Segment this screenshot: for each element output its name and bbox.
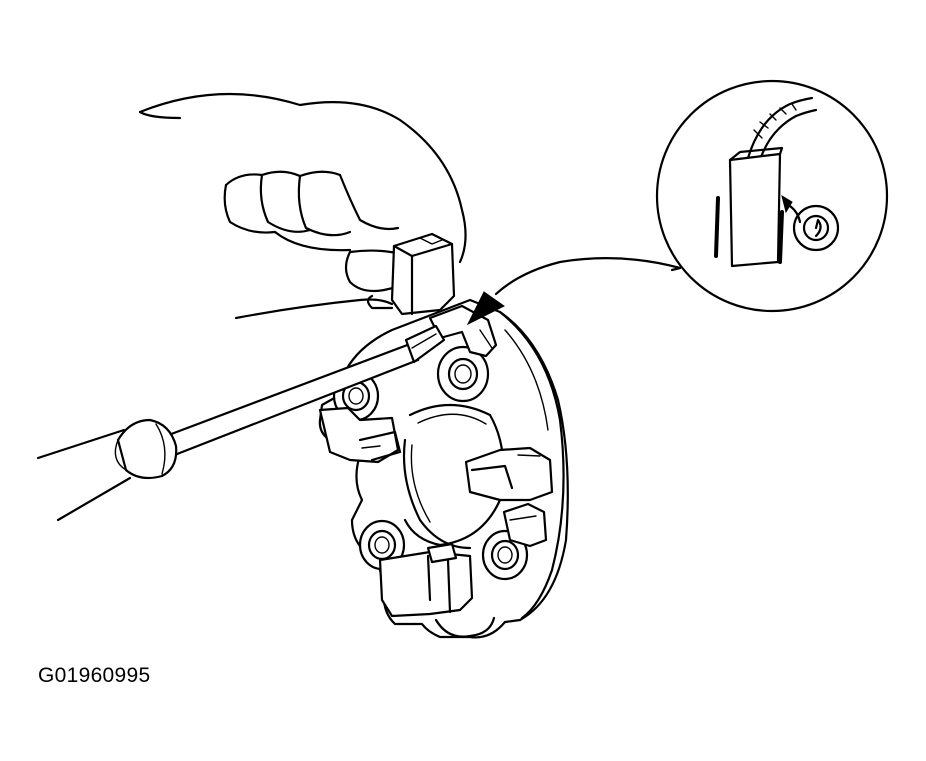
pointer-arrow — [466, 257, 682, 326]
detail-circle — [655, 79, 889, 313]
hand — [138, 92, 467, 320]
brush-holder — [318, 298, 569, 639]
figure-id-label: G01960995 — [38, 664, 151, 687]
screwdriver — [36, 324, 446, 522]
